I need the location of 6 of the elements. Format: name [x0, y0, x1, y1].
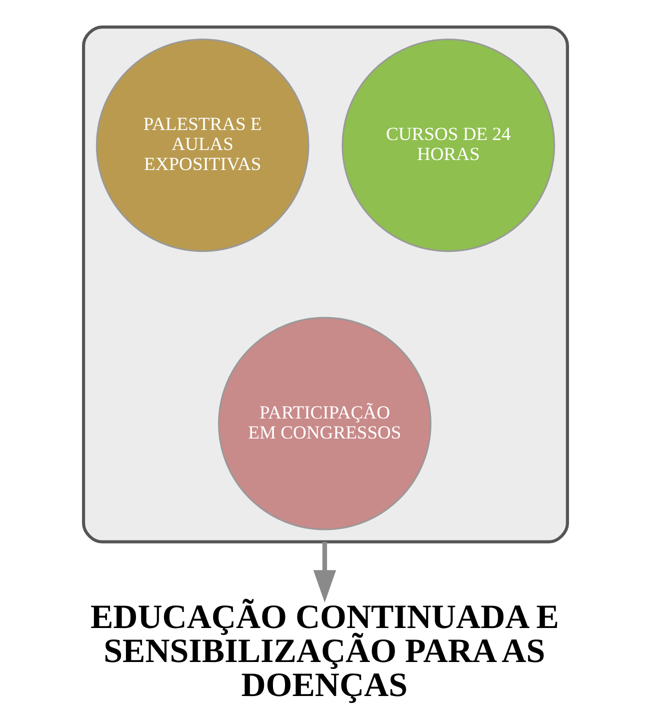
cluster: [82, 25, 568, 544]
arrow: [312, 542, 336, 603]
node-text: EDUCAÇÃO CONTINUADA E SENSIBILIZAÇÃO PARA AS DOENÇAS: [90, 598, 558, 704]
node-circle: PARTICIPAÇÃO EM CONGRESSOS: [218, 316, 431, 530]
node-circle: CURSOS DE 24 HORAS: [341, 38, 555, 252]
node-circle: PALESTRAS E AULAS EXPOSITIVAS: [95, 38, 309, 252]
